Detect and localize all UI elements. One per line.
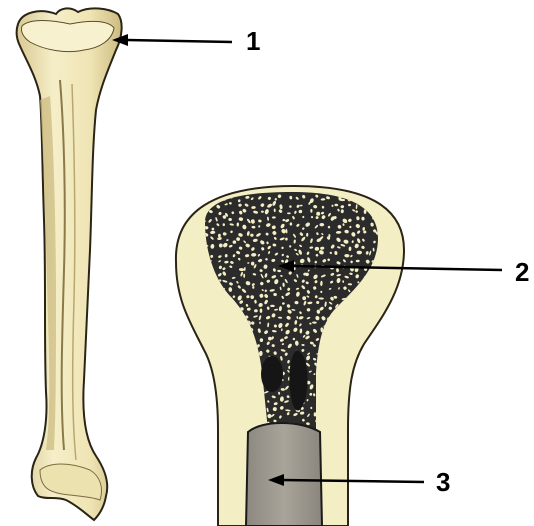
- trabecular-pore: [377, 352, 383, 357]
- trabecular-pore: [378, 379, 382, 384]
- trabecular-pore: [362, 370, 366, 374]
- trabecular-pore: [371, 359, 375, 363]
- long-bone-outline: [17, 8, 122, 520]
- trabecular-pore: [377, 404, 383, 409]
- trabecular-pore: [369, 398, 374, 403]
- trabecular-pore: [376, 427, 381, 432]
- trabecular-pore: [204, 426, 208, 430]
- trabecular-pore: [352, 421, 356, 425]
- trabecular-pore: [362, 429, 368, 435]
- trabecular-pore: [364, 402, 368, 406]
- trabecular-pore: [369, 421, 374, 425]
- trabecular-pore: [365, 379, 367, 382]
- trabecular-pore: [211, 394, 216, 398]
- long-bone-illustration: [17, 8, 122, 520]
- trabecular-pore: [377, 334, 381, 339]
- trabecular-pore: [372, 428, 376, 433]
- trabecular-pore: [208, 407, 213, 411]
- trabecular-pore: [202, 421, 206, 425]
- trabecular-pore: [375, 386, 380, 392]
- trabecular-pore: [210, 429, 213, 433]
- trabecular-pore: [379, 371, 383, 373]
- trabecular-pore: [352, 409, 356, 413]
- trabecular-pore: [363, 422, 367, 425]
- callout-label-1: 1: [246, 28, 260, 54]
- trabecular-pore: [360, 363, 366, 367]
- trabecular-pore: [363, 383, 367, 389]
- trabecular-pore: [374, 359, 380, 363]
- trabecular-pore: [354, 396, 360, 401]
- callout-label-2: 2: [515, 259, 529, 285]
- trabecular-pore: [378, 343, 383, 347]
- trabecular-pore: [368, 344, 373, 348]
- trabecular-pore: [363, 350, 368, 355]
- trabecular-pore: [377, 332, 380, 336]
- marrow-space-left: [261, 356, 283, 392]
- trabecular-pore: [203, 197, 206, 200]
- trabecular-pore: [372, 411, 375, 415]
- trabecular-pore: [354, 412, 358, 415]
- trabecular-pore: [356, 385, 360, 388]
- trabecular-pore: [357, 251, 362, 255]
- trabecular-pore: [368, 349, 373, 353]
- trabecular-pore: [358, 378, 364, 383]
- trabecular-pore: [379, 419, 382, 424]
- trabecular-pore: [371, 384, 375, 388]
- trabecular-pore: [209, 412, 215, 417]
- trabecular-pore: [210, 420, 215, 425]
- callout-label-3: 3: [436, 469, 450, 495]
- trabecular-pore: [358, 392, 362, 397]
- trabecular-pore: [203, 367, 206, 370]
- trabecular-pore: [243, 274, 245, 278]
- trabecular-pore: [204, 392, 210, 397]
- trabecular-pore: [204, 377, 208, 382]
- trabecular-pore: [371, 195, 375, 198]
- trabecular-pore: [363, 409, 367, 412]
- arrow-1: [112, 34, 232, 46]
- trabecular-pore: [357, 371, 362, 375]
- trabecular-pore: [380, 401, 384, 405]
- trabecular-pore: [210, 399, 213, 404]
- trabecular-pore: [204, 401, 207, 404]
- trabecular-pore: [204, 388, 209, 391]
- trabecular-pore: [349, 430, 354, 434]
- trabecular-pore: [377, 195, 381, 200]
- trabecular-pore: [251, 262, 254, 266]
- trabecular-pore: [287, 212, 291, 214]
- trabecular-pore: [203, 405, 208, 410]
- trabecular-pore: [260, 309, 263, 313]
- trabecular-pore: [355, 428, 361, 434]
- trabecular-pore: [377, 394, 381, 398]
- trabecular-pore: [209, 194, 213, 200]
- trabecular-pore: [375, 410, 381, 416]
- trabecular-pore: [370, 377, 375, 382]
- trabecular-pore: [356, 422, 361, 426]
- trabecular-pore: [372, 373, 377, 378]
- trabecular-pore: [372, 405, 375, 409]
- trabecular-pore: [370, 365, 375, 370]
- trabecular-pore: [202, 410, 207, 416]
- trabecular-pore: [364, 359, 369, 364]
- trabecular-pore: [252, 286, 254, 289]
- trabecular-pore: [364, 412, 368, 415]
- trabecular-pore: [378, 364, 381, 366]
- bone-cross-section: [176, 186, 404, 526]
- trabecular-pore: [200, 373, 205, 376]
- trabecular-pore: [357, 281, 359, 283]
- trabecular-pore: [356, 362, 362, 368]
- trabecular-pore: [365, 393, 369, 398]
- trabecular-pore: [371, 393, 375, 398]
- trabecular-pore: [356, 407, 360, 411]
